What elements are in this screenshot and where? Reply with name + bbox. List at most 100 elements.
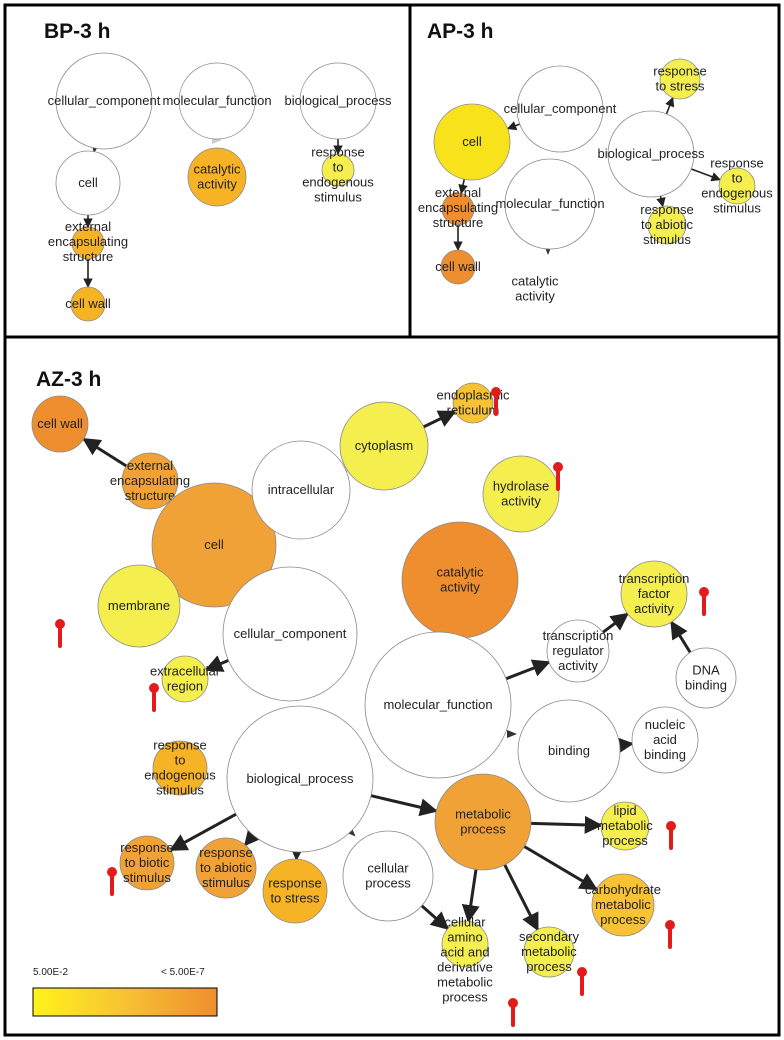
significance-pin-icon — [665, 920, 675, 949]
node-circle — [151, 482, 277, 608]
edge-arrowhead-marker — [507, 730, 517, 738]
edge-az_cellproc-to-az_amino — [420, 904, 450, 930]
node-az-membrane: membrane — [97, 564, 181, 648]
significance-pin-icon — [577, 967, 587, 996]
significance-pin-icon — [553, 462, 563, 491]
node-circle — [441, 192, 475, 226]
node-bp-cc: cellular_component — [48, 52, 161, 150]
bp-panel-title: BP-3 h — [44, 20, 111, 43]
node-label: cellular_component — [504, 101, 617, 116]
node-az-cell: cell — [151, 482, 277, 608]
edge-ap_bp-to-ap_endo — [691, 168, 722, 182]
edge-az_bp-to-az_biotic — [169, 812, 237, 852]
node-label: cell — [204, 537, 224, 552]
node-circle — [119, 835, 175, 891]
edge-az_ext-to-az_wall — [82, 437, 128, 468]
node-circle — [161, 655, 209, 703]
edge-az_meta-to-az_carb — [523, 845, 598, 891]
node-circle — [299, 62, 377, 140]
node-label: molecular_function — [495, 196, 604, 211]
node-label: cellular_component — [234, 626, 347, 641]
node-bp-bp: biological_process — [285, 62, 392, 140]
edge-az_cyto-to-az_er — [422, 410, 457, 429]
node-bp-cell: cell — [55, 150, 121, 216]
node-circle — [591, 873, 655, 937]
node-label: biological_process — [598, 146, 705, 161]
node-label: binding — [548, 743, 590, 758]
pins-layer — [55, 387, 709, 1027]
significance-pin-icon — [508, 998, 518, 1027]
node-circle — [620, 560, 688, 628]
node-az-cc: cellular_component — [222, 566, 358, 702]
node-label: cellular_component — [48, 93, 161, 108]
node-ap-mf: molecular_function — [495, 158, 605, 250]
node-circle — [504, 158, 596, 250]
node-circle — [600, 801, 650, 851]
node-circle — [222, 566, 358, 702]
node-circle — [339, 401, 429, 491]
node-label: intracellular — [268, 482, 335, 497]
node-circle — [482, 455, 560, 533]
az-panel-border — [3, 335, 781, 1037]
node-az-cyto: cytoplasm — [339, 401, 429, 491]
edge-az_dna-to-az_tf — [670, 620, 692, 654]
node-label: biological_process — [285, 93, 392, 108]
ap-panel-title: AP-3 h — [427, 20, 494, 43]
az-panel-title: AZ-3 h — [36, 368, 101, 391]
node-circle — [364, 631, 512, 779]
significance-pin-icon — [107, 867, 117, 896]
edge-az_meta-to-az_lipid — [530, 815, 603, 834]
significance-pin-icon — [699, 587, 709, 616]
node-circle — [523, 926, 575, 978]
node-circle — [97, 564, 181, 648]
node-bp-mf: molecular_function — [162, 62, 272, 140]
node-ap-bp: biological_process — [598, 110, 705, 198]
node-circle — [121, 452, 179, 510]
node-circle — [659, 58, 701, 100]
legend-gradient-bar — [32, 987, 218, 1017]
node-circle — [517, 699, 621, 803]
node-circle — [251, 440, 351, 540]
edge-az_bp-to-az_abiotic — [244, 826, 263, 847]
node-circle — [647, 205, 687, 245]
edge-az_binding-to-az_nucleic — [615, 736, 635, 755]
edge-az_mf-to-az_treg — [505, 659, 551, 681]
node-az-intra: intracellular — [251, 440, 351, 540]
legend-max-label: < 5.00E-7 — [161, 967, 205, 978]
edge-ap_cc-to-ap_cell — [506, 121, 521, 131]
node-label: cell — [78, 175, 98, 190]
significance-pin-icon — [666, 821, 676, 850]
significance-pin-icon — [491, 387, 501, 416]
node-bp-wall: cell wall — [65, 286, 111, 322]
color-legend: 5.00E-2 < 5.00E-7 — [32, 967, 218, 1017]
node-circle — [441, 920, 489, 968]
edge-az_meta-to-az_secondary — [503, 864, 540, 932]
node-label: cell wall — [65, 296, 111, 311]
node-circle — [631, 706, 699, 774]
edge-az_cc-to-az_extra — [204, 655, 230, 672]
